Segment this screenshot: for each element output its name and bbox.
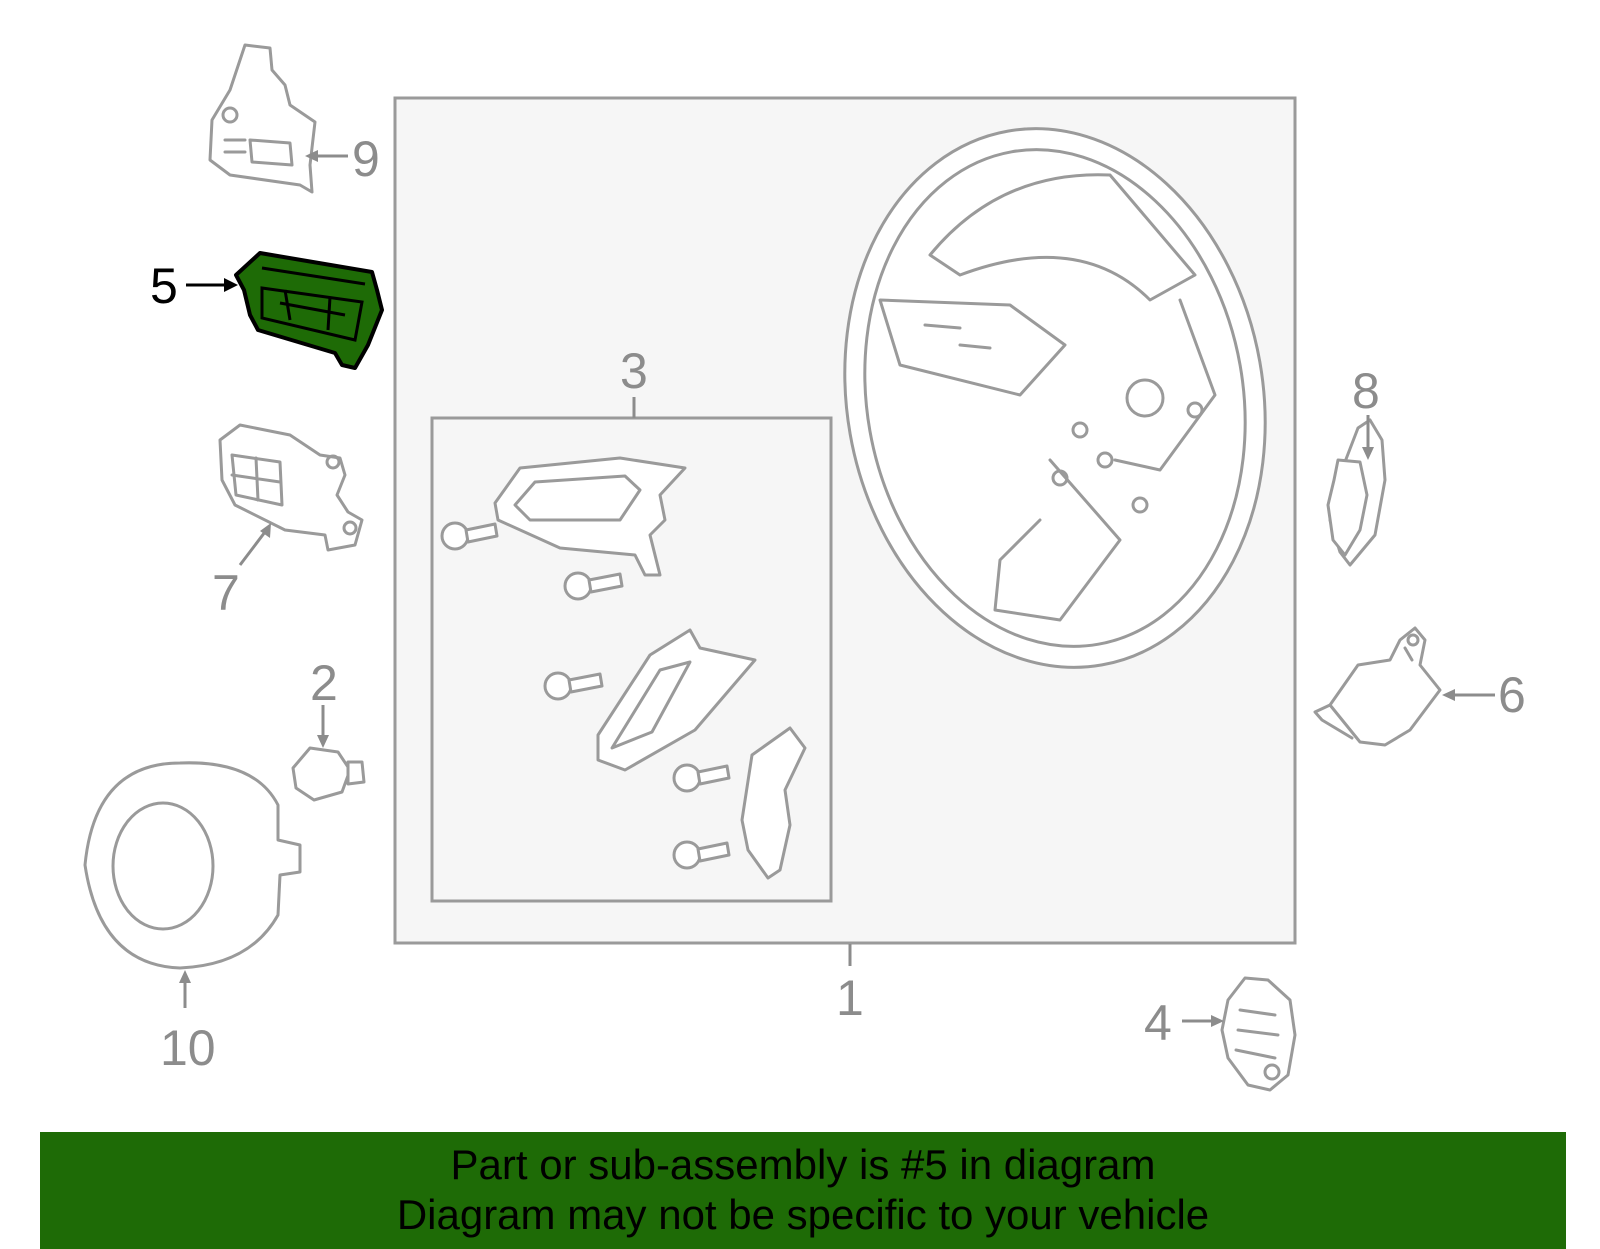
bolt-5[interactable] (672, 840, 731, 870)
steering-wheel[interactable] (803, 95, 1307, 701)
leader-10 (179, 970, 191, 1008)
leader-7 (238, 523, 271, 566)
leader-9 (305, 150, 348, 162)
callout-7: 7 (212, 565, 240, 621)
leader-8 (1362, 415, 1374, 460)
leader-6 (1442, 689, 1495, 701)
leader-4 (1182, 1015, 1224, 1027)
callout-4: 4 (1144, 995, 1172, 1051)
bolt-part-2[interactable] (291, 746, 366, 802)
bolt-1[interactable] (440, 521, 499, 551)
paddle-part-8[interactable] (1326, 418, 1387, 567)
airbag-part-10[interactable] (83, 761, 302, 970)
callout-6: 6 (1498, 667, 1526, 723)
leader-2 (317, 705, 329, 748)
callout-10: 10 (160, 1020, 216, 1076)
leader-5 (186, 278, 238, 292)
callout-5: 5 (150, 258, 178, 314)
module-part-4[interactable] (1220, 976, 1297, 1092)
banner-line-1: Part or sub-assembly is #5 in diagram (450, 1141, 1156, 1188)
callout-9: 9 (352, 131, 380, 187)
switch-part-5-highlighted[interactable] (234, 251, 384, 370)
callout-1: 1 (836, 970, 864, 1026)
callout-3: 3 (620, 343, 648, 399)
bolt-3[interactable] (543, 671, 604, 701)
bolt-2[interactable] (563, 571, 624, 601)
bracket-part-6[interactable] (1313, 626, 1442, 747)
banner-line-2: Diagram may not be specific to your vehi… (396, 1191, 1210, 1238)
callout-2: 2 (310, 655, 338, 711)
bolt-4[interactable] (672, 763, 731, 793)
callout-8: 8 (1352, 363, 1380, 419)
switch-bezel-part-7[interactable] (218, 423, 364, 552)
banner-background (40, 1132, 1566, 1249)
bracket-kit[interactable] (493, 456, 807, 880)
info-banner: Part or sub-assembly is #5 in diagram Di… (40, 1132, 1566, 1249)
switch-cover-part-9[interactable] (208, 43, 317, 194)
